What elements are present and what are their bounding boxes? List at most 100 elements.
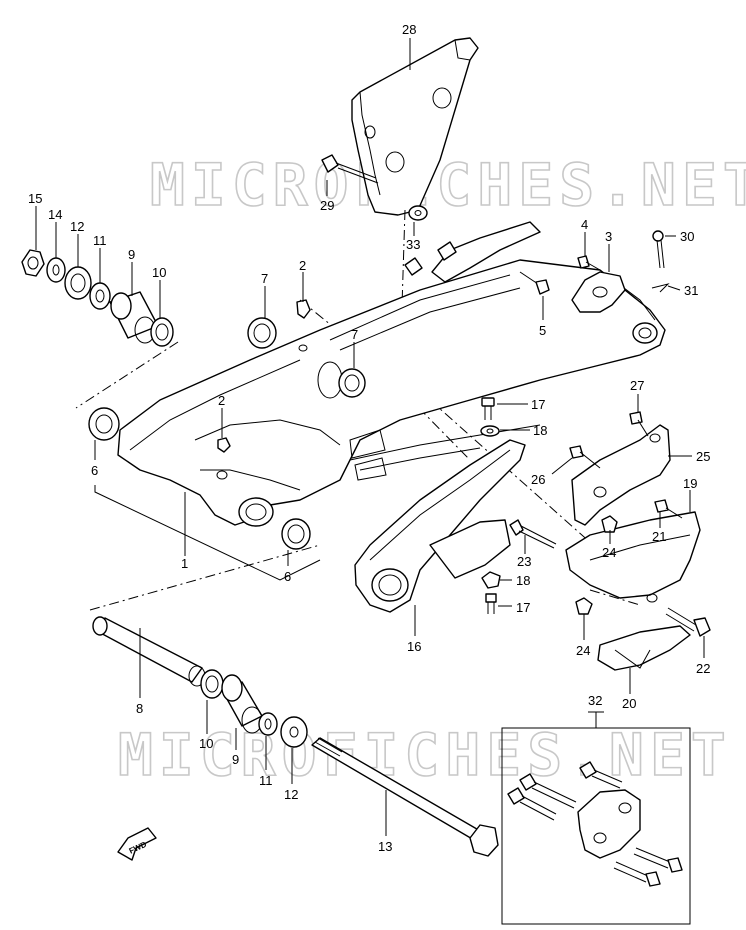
callout-3: 3	[605, 229, 612, 244]
bolt-part-17-upper[interactable]	[481, 397, 495, 420]
callout-11: 11	[93, 233, 107, 248]
bolt-part-21[interactable]	[654, 499, 683, 519]
kit-bolt-4	[633, 847, 683, 873]
washer-part-33[interactable]	[408, 205, 428, 221]
callout-30: 30	[680, 229, 694, 244]
leader-lines	[35, 38, 705, 836]
callout-7-left: 7	[261, 271, 268, 286]
nut-part-15[interactable]	[21, 249, 45, 277]
callout-9: 9	[128, 247, 135, 262]
callout-13: 13	[378, 839, 392, 854]
callout-33: 33	[406, 237, 420, 252]
alignment-line-upper-left	[75, 341, 179, 409]
bolt-part-5[interactable]	[519, 271, 550, 295]
bearing-part-7-left[interactable]	[247, 317, 277, 349]
callout-32: 32	[588, 693, 602, 708]
kit-bolt-1	[579, 761, 623, 789]
callout-4: 4	[581, 217, 588, 232]
watermark-top: MICROFICHES.NET	[150, 151, 746, 219]
callout-12: 12	[70, 219, 84, 234]
callout-10-lower: 10	[199, 736, 213, 751]
bolt-part-22[interactable]	[665, 607, 711, 637]
washer-part-18-upper[interactable]	[480, 425, 500, 437]
alignment-line-bracket	[589, 589, 641, 606]
callout-5: 5	[539, 323, 546, 338]
callout-2-lower: 2	[218, 393, 225, 408]
pivot-shaft-part-13[interactable]	[311, 737, 499, 857]
chain-slider-part-16[interactable]	[354, 439, 526, 613]
sleeve-part-8[interactable]	[92, 616, 206, 687]
callout-labels: 28 29 33 15 14 12 11 9 10 7 2 7 4 3 30 3…	[28, 22, 710, 854]
pin-part-30[interactable]	[652, 230, 665, 269]
bolt-part-4[interactable]	[577, 255, 601, 271]
callout-6-upper: 6	[91, 463, 98, 478]
callout-17-lower: 17	[516, 600, 530, 615]
bolt-part-17-lower[interactable]	[485, 593, 497, 614]
callout-22: 22	[696, 661, 710, 676]
callout-24-lower: 24	[576, 643, 590, 658]
bolt-part-26[interactable]	[569, 445, 601, 469]
callout-15: 15	[28, 191, 42, 206]
bearing-part-7-right[interactable]	[338, 368, 366, 398]
callout-6-lower: 6	[284, 569, 291, 584]
grease-nipple-part-2-lower[interactable]	[216, 437, 231, 480]
watermark-bottom: MICROFICHES.NET	[118, 721, 732, 789]
callout-27: 27	[630, 378, 644, 393]
callout-9-lower: 9	[232, 752, 239, 767]
guard-plate-part-20[interactable]	[597, 625, 691, 671]
fwd-arrow-icon: FWD	[117, 827, 157, 861]
callout-18-lower: 18	[516, 573, 530, 588]
bolt-part-27[interactable]	[629, 411, 649, 437]
washer-part-12-lower[interactable]	[280, 716, 308, 748]
callout-16: 16	[407, 639, 421, 654]
alignment-line-center	[299, 299, 471, 461]
alignment-line-lower-right	[429, 399, 611, 561]
callout-24-upper: 24	[602, 545, 616, 560]
callout-12-lower: 12	[284, 787, 298, 802]
callout-29: 29	[320, 198, 334, 213]
callout-2-upper: 2	[299, 258, 306, 273]
callout-1: 1	[181, 556, 188, 571]
callout-21: 21	[652, 529, 666, 544]
seal-part-12-upper[interactable]	[64, 266, 92, 300]
bracket-part-3[interactable]	[571, 271, 626, 313]
callout-7-right: 7	[351, 327, 358, 342]
bushing-part-10-lower[interactable]	[200, 669, 224, 699]
alignment-line-guard	[399, 209, 406, 371]
kit-box-part-32[interactable]	[501, 711, 691, 925]
kit-bolt-2	[519, 773, 577, 809]
grease-nipple-part-2-upper[interactable]	[296, 299, 311, 352]
callout-28: 28	[402, 22, 416, 37]
bracket-part-19[interactable]	[565, 511, 701, 603]
bearing-part-6-upper[interactable]	[88, 407, 120, 441]
nut-part-24-upper[interactable]	[601, 515, 618, 533]
callout-20: 20	[622, 696, 636, 711]
callout-18-upper: 18	[533, 423, 547, 438]
chain-guard-part-28[interactable]	[351, 37, 479, 216]
nut-part-24-lower[interactable]	[575, 597, 593, 615]
kit-bracket	[577, 789, 641, 859]
washer-part-14[interactable]	[46, 257, 66, 283]
clip-part-31[interactable]	[651, 283, 670, 293]
callout-26: 26	[531, 472, 545, 487]
callout-14: 14	[48, 207, 62, 222]
callout-10: 10	[152, 265, 166, 280]
bushing-part-10-upper[interactable]	[150, 317, 174, 347]
washer-part-11-upper[interactable]	[89, 282, 111, 310]
callout-25: 25	[696, 449, 710, 464]
kit-bolt-3	[507, 787, 557, 821]
washer-part-18-lower[interactable]	[481, 571, 501, 589]
bolt-part-23[interactable]	[509, 519, 557, 549]
callout-19: 19	[683, 476, 697, 491]
callout-23: 23	[517, 554, 531, 569]
washer-part-11-lower[interactable]	[258, 712, 278, 736]
callout-17-upper: 17	[531, 397, 545, 412]
bolt-part-29[interactable]	[321, 154, 379, 184]
bracket-part-25[interactable]	[571, 424, 671, 526]
callout-11-lower: 11	[259, 773, 273, 788]
bearing-part-6-lower[interactable]	[281, 518, 311, 550]
callout-31: 31	[684, 283, 698, 298]
callout-8: 8	[136, 701, 143, 716]
kit-bolt-5	[613, 861, 661, 887]
